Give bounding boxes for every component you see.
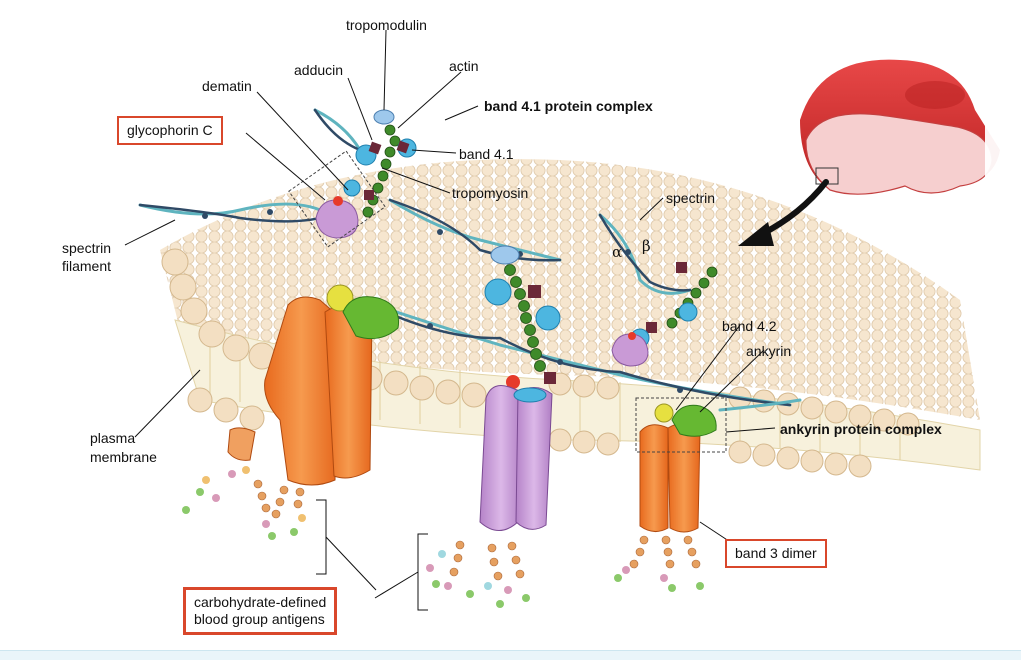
label-tropomodulin: tropomodulin xyxy=(346,17,427,33)
carbohydrate-chains xyxy=(182,466,704,608)
red-blood-cell-icon xyxy=(800,59,1005,195)
bottom-rule xyxy=(0,650,1021,660)
band3-left xyxy=(227,284,400,486)
callout-carbohydrate-line-1: carbohydrate-defined xyxy=(194,594,327,610)
label-plasma-membrane-1: plasma xyxy=(90,430,136,446)
label-band41-complex: band 4.1 protein complex xyxy=(484,98,653,114)
actin-complex-middle xyxy=(484,245,561,389)
label-tropomyosin: tropomyosin xyxy=(452,185,529,201)
label-adducin: adducin xyxy=(294,62,344,78)
label-beta: β xyxy=(642,237,651,255)
label-dematin: dematin xyxy=(202,78,252,94)
label-alpha: α xyxy=(612,243,623,261)
band3-right xyxy=(635,397,727,533)
label-actin: actin xyxy=(449,58,479,74)
callout-band3-dimer: band 3 dimer xyxy=(725,539,827,568)
callout-carbohydrate-line-2: blood group antigens xyxy=(194,611,325,627)
actin-complex-right xyxy=(611,262,718,367)
label-band42: band 4.2 xyxy=(722,318,777,334)
callout-glycophorin-c: glycophorin C xyxy=(117,116,223,145)
label-plasma-membrane-2: membrane xyxy=(90,449,157,465)
callout-carbohydrate-antigens: carbohydrate-defined blood group antigen… xyxy=(183,587,338,635)
spectrin-filaments xyxy=(138,108,802,412)
glycophorin-middle xyxy=(479,385,553,531)
pointer-arrow-icon xyxy=(738,179,829,246)
label-ankyrin: ankyrin xyxy=(746,343,792,359)
band41-complex-top xyxy=(288,109,417,248)
label-spectrin: spectrin xyxy=(666,190,716,206)
leader-lines xyxy=(124,29,776,611)
label-band41: band 4.1 xyxy=(459,146,514,162)
label-spectrin-filament-1: spectrin xyxy=(62,240,112,256)
label-ankyrin-complex: ankyrin protein complex xyxy=(780,421,942,437)
label-spectrin-filament-2: filament xyxy=(62,258,112,274)
